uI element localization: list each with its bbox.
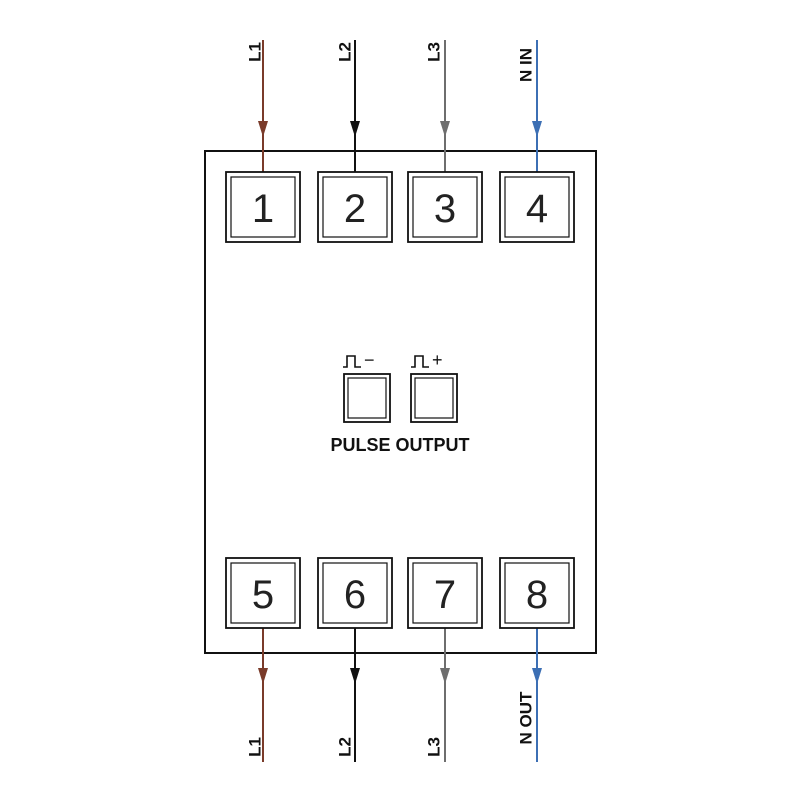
terminal-5-inner [230, 562, 296, 624]
wire-label-3: L3 [424, 42, 443, 62]
terminal-6: 6 [317, 557, 393, 629]
pulse-output-section: − + PULSE OUTPUT [330, 350, 469, 455]
terminal-2: 2 [317, 171, 393, 243]
terminal-7-inner [412, 562, 478, 624]
terminal-3-inner [412, 176, 478, 238]
output-terminal-block: 5 6 7 8 [225, 557, 575, 629]
wire-6-arrow [350, 668, 360, 684]
terminal-1: 1 [225, 171, 301, 243]
wire-1-arrow [258, 121, 268, 137]
wire-label-1: L1 [245, 42, 264, 62]
terminal-8-inner [504, 562, 570, 624]
terminal-7: 7 [407, 557, 483, 629]
wire-7-arrow [440, 668, 450, 684]
wire-label-4: N IN [516, 48, 535, 82]
terminal-6-inner [322, 562, 388, 624]
terminal-7-number: 7 [434, 573, 456, 617]
terminal-1-inner [230, 176, 296, 238]
wire-label-2: L2 [335, 42, 354, 62]
terminal-1-number: 1 [252, 187, 274, 231]
terminal-8: 8 [499, 557, 575, 629]
pulse-output-label: PULSE OUTPUT [330, 435, 469, 455]
wire-5-arrow [258, 668, 268, 684]
pulse-minus-terminal-inner [347, 377, 387, 419]
terminal-5: 5 [225, 557, 301, 629]
pulse-minus-sign: − [364, 350, 375, 370]
terminal-4: 4 [499, 171, 575, 243]
terminal-2-inner [322, 176, 388, 238]
wire-label-7: L3 [424, 737, 443, 757]
terminal-4-inner [504, 176, 570, 238]
wire-2-arrow [350, 121, 360, 137]
terminal-8-number: 8 [526, 573, 548, 617]
input-terminal-block: 1 2 3 4 [225, 171, 575, 243]
pulse-waveform-icon-plus [411, 355, 429, 368]
wire-label-5: L1 [245, 737, 264, 757]
pulse-plus-terminal-inner [414, 377, 454, 419]
wire-label-6: L2 [335, 737, 354, 757]
wire-8-arrow [532, 668, 542, 684]
wire-3-arrow [440, 121, 450, 137]
terminal-5-number: 5 [252, 573, 274, 617]
terminal-3: 3 [407, 171, 483, 243]
wire-label-8: N OUT [516, 691, 535, 745]
wire-4-arrow [532, 121, 542, 137]
input-wire-labels: L1 L2 L3 N IN [245, 42, 535, 82]
output-wire-labels: L1 L2 L3 N OUT [245, 691, 535, 757]
terminal-6-number: 6 [344, 573, 366, 617]
terminal-3-number: 3 [434, 187, 456, 231]
pulse-waveform-icon-minus [343, 355, 361, 368]
pulse-plus-sign: + [432, 350, 443, 370]
input-wires [258, 40, 542, 172]
terminal-2-number: 2 [344, 187, 366, 231]
terminal-4-number: 4 [526, 187, 548, 231]
output-wires [258, 628, 542, 762]
